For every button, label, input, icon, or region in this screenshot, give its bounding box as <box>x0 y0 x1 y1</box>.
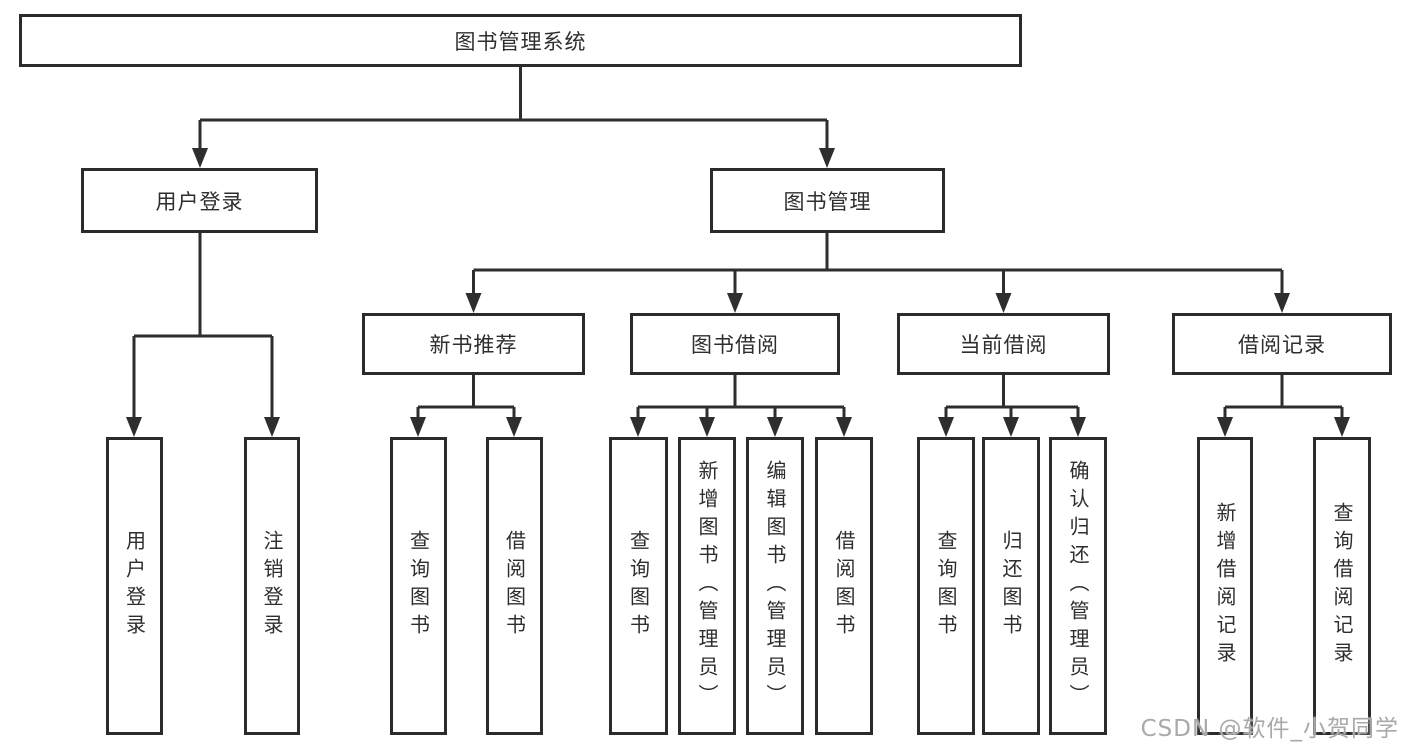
leaf-add-books-admin-label: 新增图书（管理员） <box>695 460 719 712</box>
leaf-logout-label: 注销登录 <box>260 530 284 642</box>
leaf-query-borrow-record-label: 查询借阅记录 <box>1330 502 1354 670</box>
leaf-user-login-label: 用户登录 <box>122 530 147 642</box>
node-borrow-records: 借阅记录 <box>1172 313 1392 375</box>
leaf-borrow-books-label: 借阅图书 <box>832 530 856 642</box>
node-root-label: 图书管理系统 <box>454 29 587 54</box>
leaf-borrow-books-recommend-label: 借阅图书 <box>502 530 527 642</box>
leaf-query-books-current: 查询图书 <box>917 437 975 735</box>
leaf-query-books-current-label: 查询图书 <box>934 530 958 642</box>
leaf-confirm-return-admin: 确认归还（管理员） <box>1049 437 1107 735</box>
leaf-confirm-return-admin-label: 确认归还（管理员） <box>1066 460 1090 712</box>
leaf-add-borrow-record-label: 新增借阅记录 <box>1213 502 1237 670</box>
leaf-logout: 注销登录 <box>244 437 300 735</box>
leaf-return-books-label: 归还图书 <box>999 530 1023 642</box>
leaf-add-books-admin: 新增图书（管理员） <box>678 437 736 735</box>
node-user-login: 用户登录 <box>81 168 318 233</box>
leaf-query-books-borrow-label: 查询图书 <box>626 530 651 642</box>
node-new-book-recommend-label: 新书推荐 <box>429 333 518 357</box>
node-book-mgmt-label: 图书管理 <box>783 189 872 214</box>
leaf-edit-books-admin: 编辑图书（管理员） <box>746 437 804 735</box>
node-new-book-recommend: 新书推荐 <box>362 313 585 375</box>
leaf-borrow-books-recommend: 借阅图书 <box>486 437 543 735</box>
leaf-edit-books-admin-label: 编辑图书（管理员） <box>763 460 787 712</box>
node-user-login-label: 用户登录 <box>155 189 244 214</box>
node-borrow-records-label: 借阅记录 <box>1238 333 1326 357</box>
node-current-borrow-label: 当前借阅 <box>959 333 1048 357</box>
leaf-return-books: 归还图书 <box>982 437 1040 735</box>
node-root: 图书管理系统 <box>19 14 1022 67</box>
csdn-watermark: CSDN @软件_小贺同学 <box>1140 716 1399 742</box>
node-book-mgmt: 图书管理 <box>710 168 945 233</box>
node-book-borrow-label: 图书借阅 <box>691 333 779 357</box>
leaf-query-books-borrow: 查询图书 <box>609 437 668 735</box>
node-current-borrow: 当前借阅 <box>897 313 1110 375</box>
node-book-borrow: 图书借阅 <box>630 313 840 375</box>
leaf-borrow-books: 借阅图书 <box>815 437 873 735</box>
leaf-query-borrow-record: 查询借阅记录 <box>1313 437 1371 735</box>
leaf-add-borrow-record: 新增借阅记录 <box>1197 437 1253 735</box>
leaf-query-books-recommend-label: 查询图书 <box>406 530 431 642</box>
leaf-user-login: 用户登录 <box>106 437 163 735</box>
leaf-query-books-recommend: 查询图书 <box>390 437 447 735</box>
